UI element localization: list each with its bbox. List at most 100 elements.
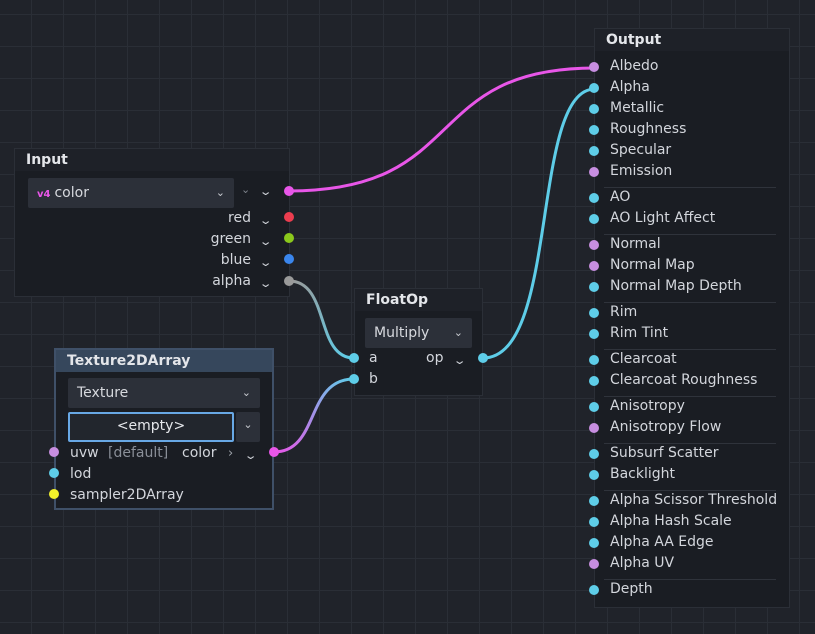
chevron-down-icon: ⌄ <box>215 186 225 199</box>
output-input-label: Emission <box>610 163 673 179</box>
texture-mode-dropdown[interactable]: Texture ⌄ <box>68 378 260 408</box>
input-port-b[interactable] <box>349 374 359 384</box>
wire-op-to-alpha <box>482 87 596 360</box>
input-port-subsurf-scatter[interactable] <box>589 449 599 459</box>
uvw-label: uvw <box>70 445 99 461</box>
chevron-right-icon[interactable]: › <box>228 446 234 461</box>
wire-alpha-to-a <box>288 279 355 360</box>
input-port-a[interactable] <box>349 353 359 363</box>
floatop-row-a: a op ⌄ <box>355 348 482 369</box>
output-label-blue: blue <box>220 252 251 268</box>
expand-icon[interactable]: ⌄ <box>243 449 258 462</box>
output-port-texture-color[interactable] <box>269 447 279 457</box>
input-port-uvw[interactable] <box>49 447 59 457</box>
section-divider <box>604 443 776 444</box>
input-port-normal-map[interactable] <box>589 261 599 271</box>
output-input-label: Albedo <box>610 58 659 74</box>
output-input-label: Rim Tint <box>610 325 669 341</box>
output-label-green: green <box>210 231 251 247</box>
input-port-alpha-uv[interactable] <box>589 559 599 569</box>
output-label-alpha: alpha <box>212 273 251 289</box>
output-input-label: Anisotropy <box>610 398 685 414</box>
output-port-color[interactable] <box>284 186 294 196</box>
texture2darray-node[interactable]: Texture2DArray Texture ⌄ <empty> ⌄ uvw [… <box>54 348 274 510</box>
color-output-label: color <box>182 445 217 461</box>
output-input-label: Normal Map Depth <box>610 278 742 294</box>
input-b-label: b <box>369 371 378 387</box>
output-row-blue: blue ⌄ <box>15 250 289 271</box>
output-node[interactable]: Output <box>594 28 790 608</box>
section-divider <box>604 302 776 303</box>
floatop-operation-value: Multiply <box>374 325 430 341</box>
input-port-roughness[interactable] <box>589 125 599 135</box>
input-port-alpha-aa-edge[interactable] <box>589 538 599 548</box>
input-port-depth[interactable] <box>589 585 599 595</box>
output-port-green[interactable] <box>284 233 294 243</box>
section-divider <box>604 490 776 491</box>
expand-icon[interactable]: ⌄ <box>258 185 273 198</box>
vec4-icon: v4 <box>37 189 51 200</box>
texture-row-uvw: uvw [default] color › ⌄ <box>56 443 272 464</box>
input-port-lod[interactable] <box>49 468 59 478</box>
output-node-title: Output <box>595 29 789 51</box>
texture-resource-field[interactable]: <empty> <box>68 412 234 442</box>
input-port-alpha-hash-scale[interactable] <box>589 517 599 527</box>
output-input-label: Rim <box>610 304 638 320</box>
output-input-label: Alpha Scissor Threshold <box>610 492 778 508</box>
expand-icon[interactable]: ⌄ <box>258 277 273 290</box>
input-port-anisotropy-flow[interactable] <box>589 423 599 433</box>
floatop-node[interactable]: FloatOp Multiply ⌄ a op ⌄ b <box>354 288 483 396</box>
input-port-ao[interactable] <box>589 193 599 203</box>
section-divider <box>604 396 776 397</box>
output-input-label: Subsurf Scatter <box>610 445 719 461</box>
expand-icon[interactable]: ⌄ <box>258 235 273 248</box>
expand-icon[interactable]: ⌄ <box>452 354 467 367</box>
output-input-label: Anisotropy Flow <box>610 419 722 435</box>
output-port-blue[interactable] <box>284 254 294 264</box>
output-input-label: Alpha Hash Scale <box>610 513 732 529</box>
input-port-normal-map-depth[interactable] <box>589 282 599 292</box>
input-port-emission[interactable] <box>589 167 599 177</box>
uvw-default: [default] <box>108 445 169 461</box>
output-port-alpha[interactable] <box>284 276 294 286</box>
output-port-red[interactable] <box>284 212 294 222</box>
input-port-metallic[interactable] <box>589 104 599 114</box>
output-row-red: red ⌄ <box>15 208 289 229</box>
expand-icon[interactable]: ⌄ <box>258 214 273 227</box>
input-port-anisotropy[interactable] <box>589 402 599 412</box>
input-port-specular[interactable] <box>589 146 599 156</box>
input-port-clearcoat[interactable] <box>589 355 599 365</box>
output-input-label: Roughness <box>610 121 687 137</box>
wire-texture-color-to-b <box>273 377 355 454</box>
output-port-op[interactable] <box>478 353 488 363</box>
output-input-label: Depth <box>610 581 653 597</box>
expand-icon[interactable]: ⌄ <box>258 256 273 269</box>
op-output-label: op <box>426 350 444 366</box>
input-port-sampler[interactable] <box>49 489 59 499</box>
chevron-down-icon[interactable]: ⌄ <box>241 183 251 196</box>
input-a-label: a <box>369 350 378 366</box>
input-port-alpha-scissor-threshold[interactable] <box>589 496 599 506</box>
input-type-value: color <box>54 185 89 201</box>
chevron-down-icon: ⌄ <box>453 326 463 339</box>
input-port-rim[interactable] <box>589 308 599 318</box>
texture-resource-menu-button[interactable]: ⌄ <box>236 412 260 442</box>
output-row-alpha: alpha ⌄ <box>15 271 289 292</box>
section-divider <box>604 187 776 188</box>
input-port-rim-tint[interactable] <box>589 329 599 339</box>
lod-label: lod <box>70 466 92 482</box>
input-port-clearcoat-roughness[interactable] <box>589 376 599 386</box>
input-port-albedo[interactable] <box>589 62 599 72</box>
input-port-backlight[interactable] <box>589 470 599 480</box>
input-port-alpha[interactable] <box>589 83 599 93</box>
output-label-red: red <box>228 210 251 226</box>
output-input-label: Clearcoat Roughness <box>610 372 758 388</box>
texture-row-sampler: sampler2DArray <box>56 485 272 506</box>
section-divider <box>604 234 776 235</box>
floatop-operation-dropdown[interactable]: Multiply ⌄ <box>365 318 472 348</box>
input-port-normal[interactable] <box>589 240 599 250</box>
input-port-ao-light-affect[interactable] <box>589 214 599 224</box>
